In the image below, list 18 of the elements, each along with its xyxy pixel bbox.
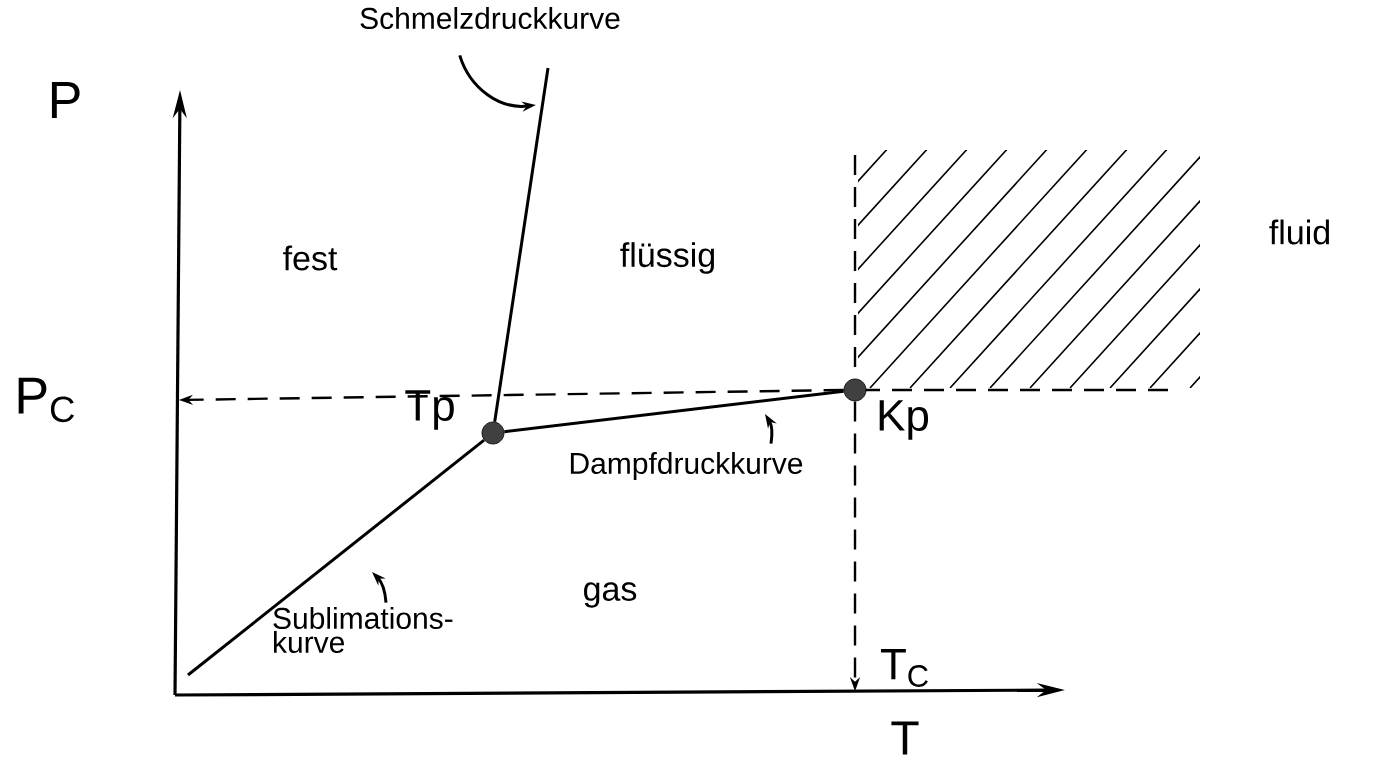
axis-label: T$_{C}$ (880, 649, 928, 687)
curve-label: Sublimations- kurve (273, 607, 453, 653)
phase-boundary-line (493, 67, 550, 422)
phase-boundary-line (504, 389, 844, 434)
region-label: fluid (1269, 219, 1329, 245)
point-label: Kp (879, 400, 929, 440)
point-label: Tp (405, 390, 454, 430)
phase-boundary-line (187, 438, 485, 677)
region-label: gas (584, 582, 637, 608)
axis-label: P (51, 82, 80, 118)
axis-label: P$_{C}$ (18, 377, 74, 423)
curve-label: Dampfdruckkurve (570, 452, 803, 480)
region-label: flüssig (620, 242, 714, 274)
axis-label: T (891, 721, 919, 755)
region-label: fest (283, 245, 338, 271)
phase-point (843, 378, 867, 402)
curve-label: Schmelzdruckkurve (360, 7, 620, 29)
phase-point (481, 421, 505, 445)
